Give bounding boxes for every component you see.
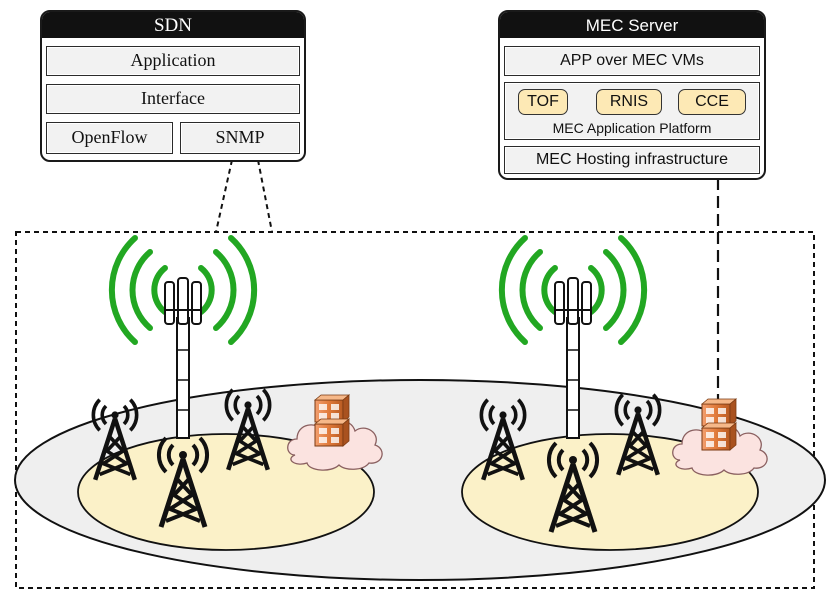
server-stack-icon [313, 394, 351, 447]
mec-hosting-layer: MEC Hosting infrastructure [504, 146, 760, 174]
cell-tower-icon [112, 238, 254, 439]
service-cce: CCE [678, 89, 746, 115]
sdn-link-left [215, 159, 233, 233]
server-stack-icon [700, 398, 738, 451]
antenna-tower-icon [614, 393, 662, 476]
snmp-layer: SNMP [180, 122, 300, 154]
service-rnis: RNIS [596, 89, 662, 115]
sdn-panel: SDN Application Interface OpenFlow SNMP [40, 10, 306, 162]
cell-tower-icon [502, 238, 644, 439]
antenna-tower-icon [546, 441, 600, 533]
service-tof: TOF [518, 89, 568, 115]
mec-platform-layer: TOF RNIS CCE MEC Application Platform [504, 82, 760, 140]
openflow-layer: OpenFlow [46, 122, 173, 154]
antenna-tower-icon [156, 436, 210, 528]
sdn-link-right [257, 159, 273, 233]
mec-app-layer: APP over MEC VMs [504, 46, 760, 76]
interface-layer: Interface [46, 84, 300, 114]
sdn-title: SDN [42, 12, 304, 38]
application-layer: Application [46, 46, 300, 76]
mec-title: MEC Server [500, 12, 764, 38]
antenna-tower-icon [224, 388, 272, 471]
mec-platform-label: MEC Application Platform [552, 120, 712, 136]
mec-server-panel: MEC Server APP over MEC VMs TOF RNIS CCE… [498, 10, 766, 180]
network-boundary [15, 231, 815, 589]
antenna-tower-icon [91, 398, 139, 481]
